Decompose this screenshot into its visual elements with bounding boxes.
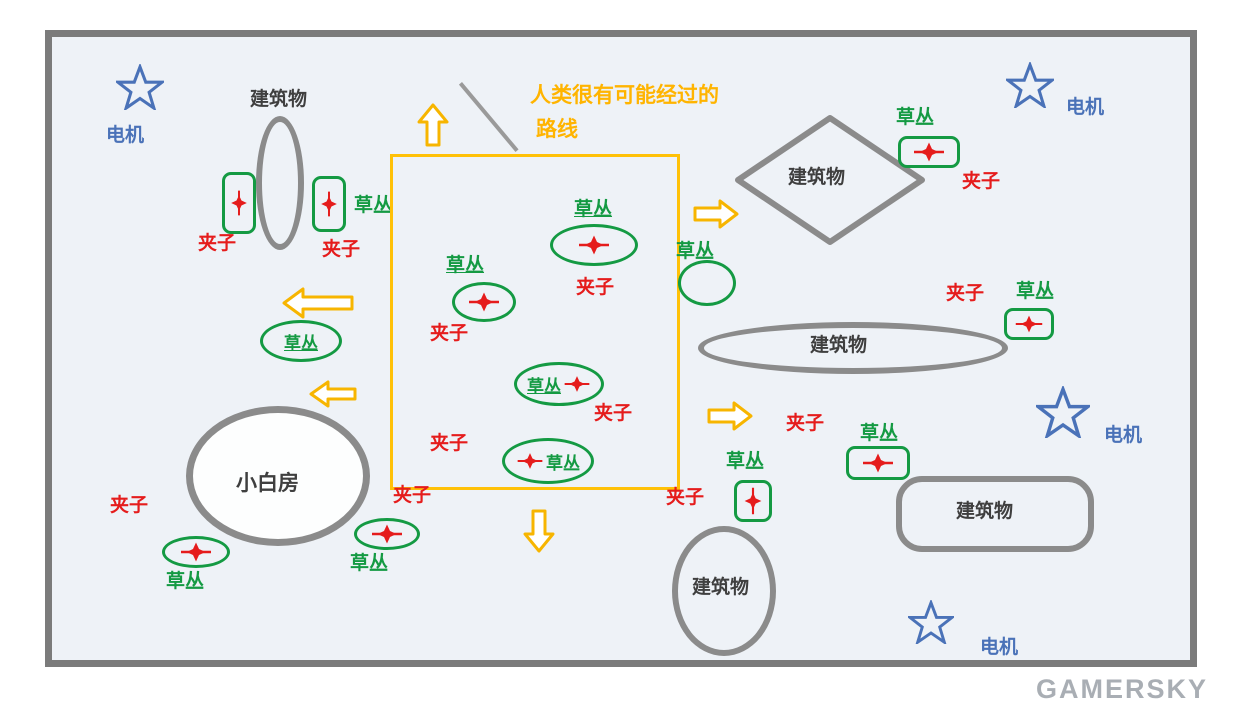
grass-bush [1004,308,1054,340]
generator-star-icon [1036,386,1090,438]
grass-bush [452,282,516,322]
trap-label: 夹子 [576,277,615,298]
generator-star-icon [1006,62,1054,108]
grass-bush [550,224,638,266]
route-label: 路线 [536,118,578,141]
grass-label: 草丛 [896,107,935,128]
generator-star-icon [116,64,164,110]
route-label: 人类很有可能经过的 [530,84,719,107]
building-label: 建筑物 [810,335,868,356]
building-ellipse [672,526,776,656]
building-label: 建筑物 [250,89,308,110]
grass-label: 草丛 [166,571,205,592]
white-house-label: 小白房 [236,472,299,495]
generator-label: 电机 [980,637,1019,658]
trap-icon [579,235,609,255]
trap-label: 夹子 [322,239,361,260]
grass-label: 草丛 [860,423,899,444]
route-arrow-left-icon [309,380,357,408]
grass-label: 草丛 [354,195,393,216]
trap-label: 夹子 [666,487,705,508]
grass-label: 草丛 [676,241,715,262]
generator-label: 电机 [1066,97,1105,118]
building-label: 建筑物 [956,501,1014,522]
route-arrow-left-icon [282,287,354,319]
route-area-outline [390,154,680,490]
grass-bush [354,518,420,550]
grass-bush: 草丛 [514,362,604,406]
grass-bush [846,446,910,480]
trap-icon [1015,315,1043,333]
grass-label: 草丛 [546,453,580,473]
building-diamond [735,115,925,245]
grass-label: 草丛 [284,333,318,353]
grass-bush [898,136,960,168]
trap-label: 夹子 [430,323,469,344]
grass-label: 草丛 [527,376,561,396]
building-label: 建筑物 [788,167,846,188]
trap-icon [517,453,543,469]
grass-bush [734,480,772,522]
trap-icon [372,524,402,544]
trap-icon [321,191,337,217]
trap-label: 夹子 [594,403,633,424]
trap-icon [863,453,893,473]
generator-label: 电机 [1104,425,1143,446]
trap-label: 夹子 [393,485,432,506]
trap-label: 夹子 [430,433,469,454]
building-rounded-rect [896,476,1094,552]
trap-icon [469,292,499,312]
route-arrow-up-icon [417,103,449,147]
route-arrow-right-icon [693,199,739,229]
generator-label: 电机 [106,125,145,146]
grass-label: 草丛 [726,451,765,472]
trap-icon [181,542,211,562]
trap-label: 夹子 [962,171,1001,192]
route-arrow-right-icon [707,401,753,431]
building-label: 建筑物 [692,577,750,598]
building-ellipse [256,116,304,250]
grass-bush [162,536,230,568]
grass-bush [312,176,346,232]
grass-label: 草丛 [574,199,613,220]
trap-label: 夹子 [786,413,825,434]
grass-bush: 草丛 [260,320,342,362]
building-ellipse [698,322,1008,374]
generator-star-icon [908,600,954,644]
route-arrow-down-icon [523,509,555,553]
trap-icon [744,487,762,515]
grass-bush [678,260,736,306]
watermark: GAMERSKY [1036,674,1209,704]
grass-bush [222,172,256,234]
trap-label: 夹子 [946,283,985,304]
trap-icon [564,376,590,392]
trap-label: 夹子 [110,495,149,516]
white-house-ellipse [186,406,370,546]
trap-label: 夹子 [198,233,237,254]
grass-label: 草丛 [350,553,389,574]
trap-icon [231,190,247,216]
grass-label: 草丛 [1016,281,1055,302]
grass-label: 草丛 [446,255,485,276]
grass-bush: 草丛 [502,438,594,484]
trap-icon [914,142,944,162]
